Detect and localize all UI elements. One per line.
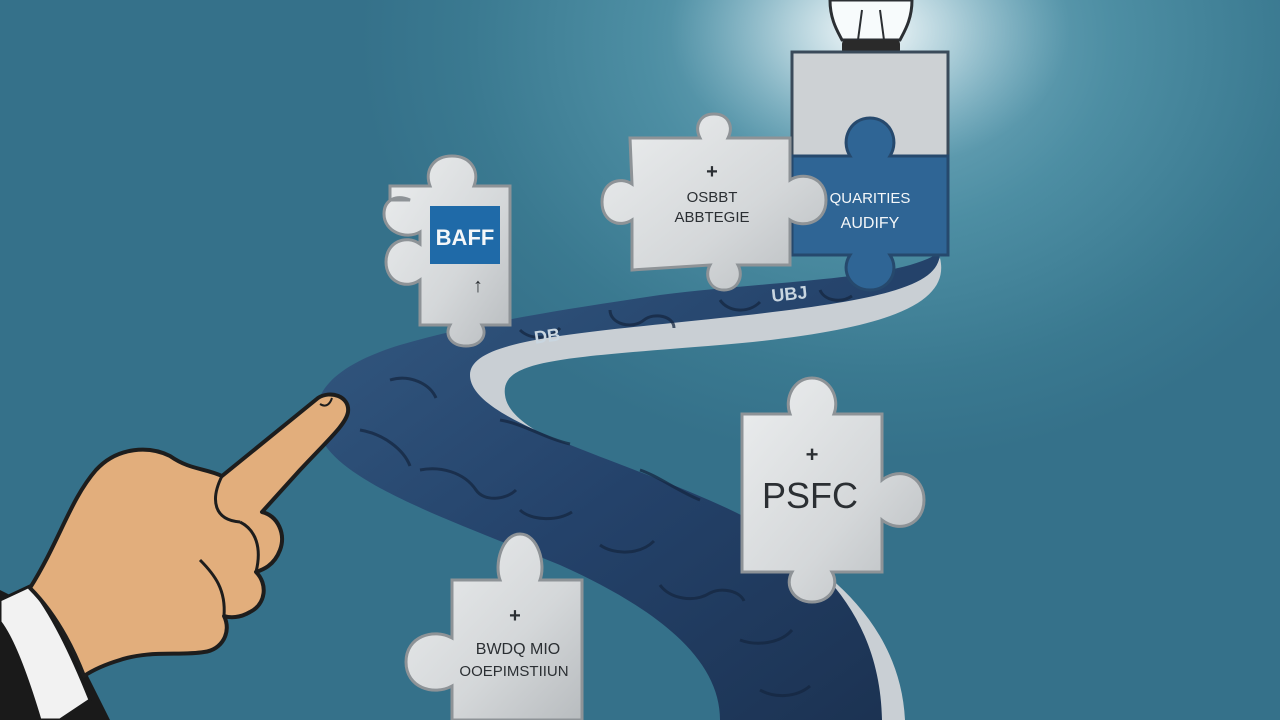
- road-label-ubj: UBJ: [770, 282, 808, 306]
- puzzle-road: DB UBJ: [315, 252, 942, 720]
- road-seams: [359, 289, 853, 697]
- bottom-piece-line2: OOEPIMSTIIUN: [459, 663, 568, 680]
- road-surface: [315, 252, 940, 720]
- middle-piece-plus: +: [706, 161, 718, 183]
- puzzle-piece-middle: + OSBBT ABBTEGIE: [600, 112, 828, 292]
- bottom-piece-line1: BWDQ MIO: [476, 641, 560, 658]
- psfc-label: PSFC: [762, 475, 858, 516]
- top-piece-line2: AUDIFY: [841, 215, 900, 232]
- puzzle-piece-bottom: + BWDQ MIO OOEPIMSTIIUN: [404, 532, 584, 720]
- puzzle-piece-top: QUARITIES AUDIFY: [790, 50, 950, 292]
- psfc-plus: +: [806, 442, 819, 467]
- middle-piece-line1: OSBBT: [687, 189, 738, 206]
- puzzle-piece-baff: BAFF ↑: [382, 154, 512, 348]
- hand: [28, 392, 351, 678]
- middle-piece-line2: ABBTEGIE: [674, 209, 749, 226]
- pointing-hand-icon: [0, 392, 351, 720]
- baff-label: BAFF: [436, 225, 495, 250]
- baff-arrow: ↑: [473, 275, 483, 297]
- baff-badge: [430, 206, 500, 264]
- puzzle-piece-psfc: + PSFC: [740, 376, 926, 604]
- road-label-db: DB: [533, 324, 562, 347]
- top-piece-line1: QUARITIES: [830, 190, 911, 207]
- bottom-piece-plus: +: [509, 605, 521, 627]
